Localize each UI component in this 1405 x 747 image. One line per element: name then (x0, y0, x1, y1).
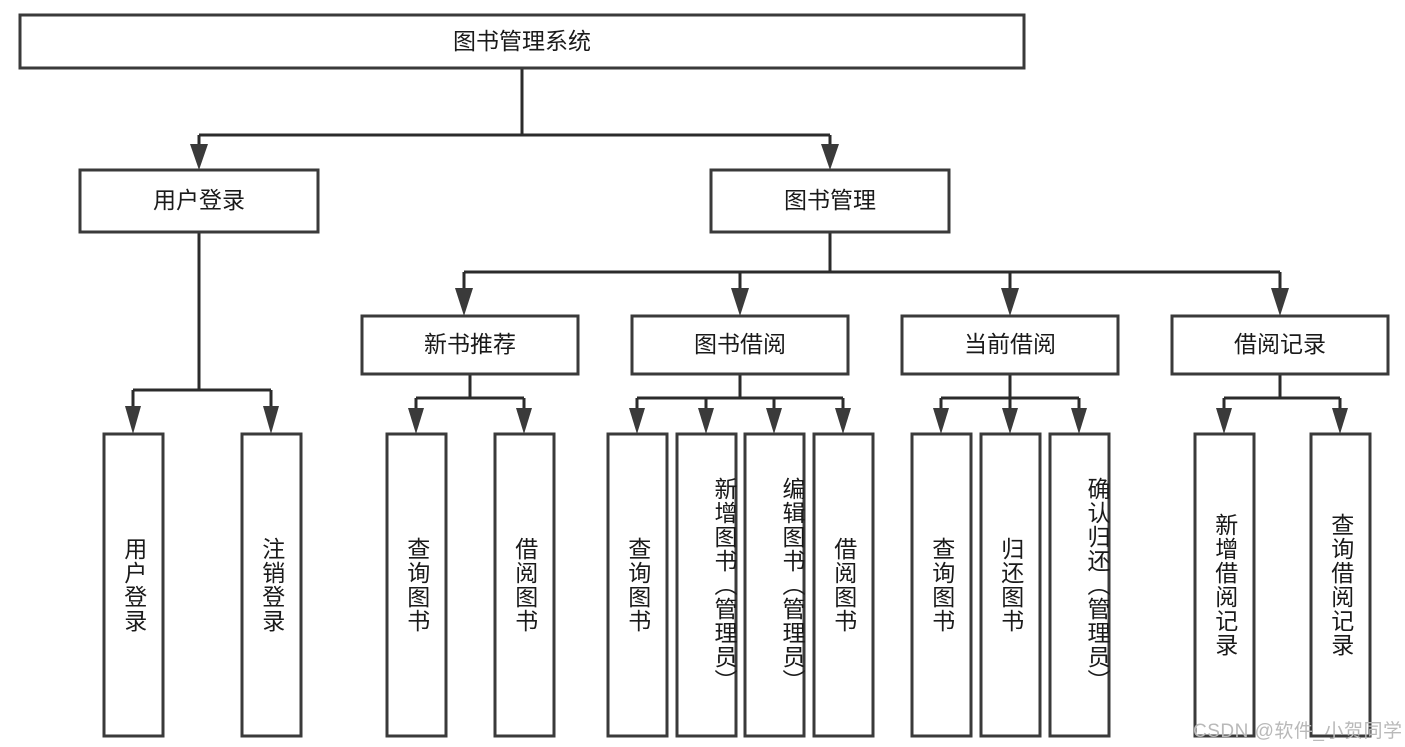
arrow-head-leaf-edit-book (766, 408, 782, 434)
node-leaf-borrow-book-2-box[interactable] (812, 432, 875, 738)
node-current-borrow-label: 当前借阅 (964, 331, 1056, 357)
connector-group-current-borrow (933, 374, 1087, 434)
arrow-head-leaf-query-record (1332, 408, 1348, 434)
node-leaf-query-book-1-box[interactable] (385, 432, 448, 738)
arrow-head-leaf-borrow-book-2 (835, 408, 851, 434)
node-borrow-record-label: 借阅记录 (1234, 331, 1326, 357)
connector-group-new-book-recommend (408, 374, 532, 434)
connector-group-user-login (125, 232, 279, 434)
node-leaf-logout-login-box[interactable] (240, 432, 303, 738)
arrow-head-book-borrow (731, 288, 749, 316)
node-book-borrow[interactable]: 图书借阅 (630, 314, 850, 376)
node-leaf-query-record-box[interactable] (1309, 432, 1372, 738)
node-new-book-recommend[interactable]: 新书推荐 (360, 314, 580, 376)
connector-group-borrow-record (1216, 374, 1348, 434)
node-leaf-query-book-3-box[interactable] (910, 432, 973, 738)
node-leaf-add-book-box[interactable] (675, 432, 738, 738)
node-new-book-recommend-box[interactable] (360, 314, 580, 376)
arrow-head-current-borrow (1001, 288, 1019, 316)
node-current-borrow[interactable]: 当前借阅 (900, 314, 1120, 376)
node-root-system-label: 图书管理系统 (453, 28, 591, 54)
node-user-login[interactable]: 用户登录 (78, 168, 320, 234)
node-book-management-box[interactable] (709, 168, 951, 234)
node-leaf-borrow-book-1-box[interactable] (493, 432, 556, 738)
arrow-head-user-login (190, 144, 208, 170)
arrow-head-leaf-add-record (1216, 408, 1232, 434)
node-leaf-user-login-box[interactable] (102, 432, 165, 738)
connector-group-book-management (455, 232, 1289, 316)
arrow-head-leaf-query-book-2 (629, 408, 645, 434)
node-leaf-return-book-box[interactable] (979, 432, 1042, 738)
arrow-head-leaf-user-login (125, 406, 141, 434)
arrow-head-borrow-record (1271, 288, 1289, 316)
arrow-head-leaf-return-book (1002, 408, 1018, 434)
node-book-borrow-box[interactable] (630, 314, 850, 376)
arrow-head-book-management (821, 144, 839, 170)
node-user-login-box[interactable] (78, 168, 320, 234)
connector-group-root (190, 68, 839, 170)
connector-group-book-borrow (629, 374, 851, 434)
node-new-book-recommend-label: 新书推荐 (424, 331, 516, 357)
arrow-head-new-book-recommend (455, 288, 473, 316)
arrow-head-leaf-query-book-3 (933, 408, 949, 434)
node-leaf-query-book-2-box[interactable] (606, 432, 669, 738)
node-leaf-add-record-box[interactable] (1193, 432, 1256, 738)
arrow-head-leaf-add-book (698, 408, 714, 434)
node-root-system[interactable]: 图书管理系统 (18, 13, 1026, 70)
arrow-head-leaf-logout-login (263, 406, 279, 434)
node-leaf-confirm-return-box[interactable] (1048, 432, 1111, 738)
arrow-head-leaf-borrow-book-1 (516, 408, 532, 434)
node-root-system-box[interactable] (18, 13, 1026, 70)
node-leaf-edit-book-box[interactable] (743, 432, 806, 738)
arrow-head-leaf-query-book-1 (408, 408, 424, 434)
node-book-management-label: 图书管理 (784, 187, 876, 213)
node-user-login-label: 用户登录 (153, 187, 245, 213)
csdn-watermark: CSDN @软件_小贺同学 (1193, 721, 1403, 742)
node-book-management[interactable]: 图书管理 (709, 168, 951, 234)
node-borrow-record[interactable]: 借阅记录 (1170, 314, 1390, 376)
node-borrow-record-box[interactable] (1170, 314, 1390, 376)
arrow-head-leaf-confirm-return (1071, 408, 1087, 434)
node-current-borrow-box[interactable] (900, 314, 1120, 376)
node-book-borrow-label: 图书借阅 (694, 331, 786, 357)
